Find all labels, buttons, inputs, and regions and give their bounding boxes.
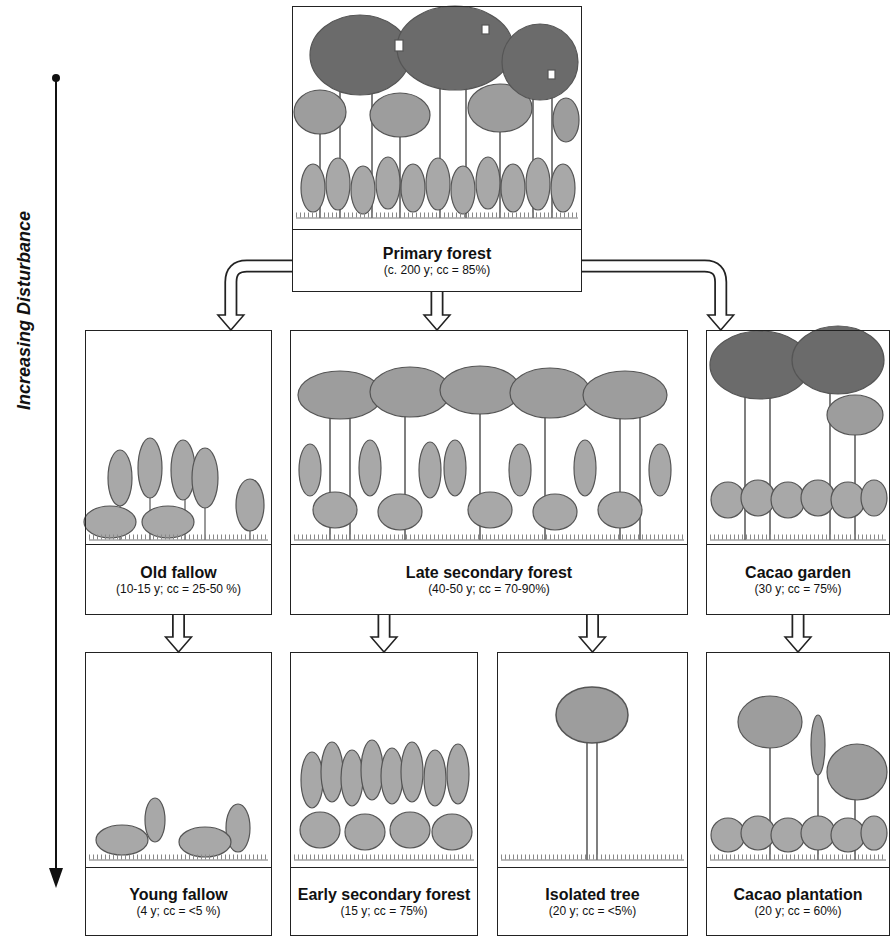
forest-stage-box: Young fallow(4 y; cc = <5 %): [85, 652, 272, 936]
late-secondary-trees: [294, 366, 684, 540]
cacao-plantation-trees: [710, 696, 887, 860]
forest-stage-box: Old fallow(10-15 y; cc = 25-50 %): [85, 330, 272, 615]
forest-stage-box: Isolated tree(20 y; cc = <5%): [497, 652, 688, 936]
old-fallow-trees: [84, 438, 268, 540]
axis-label: Increasing Disturbance: [14, 210, 35, 409]
forest-stage-box: Late secondary forest(40-50 y; cc = 70-9…: [290, 330, 688, 615]
label-text-group: Primary forest(c. 200 y; cc = 85%): [377, 241, 498, 281]
stage-title: Cacao garden: [745, 563, 851, 582]
forest-stage-box: Primary forest(c. 200 y; cc = 85%): [292, 6, 582, 292]
transition-arrow: [785, 615, 811, 652]
label-panel: Young fallow(4 y; cc = <5 %): [86, 867, 271, 935]
label-panel: Primary forest(c. 200 y; cc = 85%): [293, 229, 581, 291]
cacao-garden-trees: [710, 326, 887, 540]
early-secondary-trees: [294, 740, 474, 860]
label-panel: Late secondary forest(40-50 y; cc = 70-9…: [291, 544, 687, 614]
stage-title: Old fallow: [116, 563, 241, 582]
label-panel: Cacao garden(30 y; cc = 75%): [707, 544, 889, 614]
stage-details: (40-50 y; cc = 70-90%): [406, 582, 572, 597]
stage-details: (c. 200 y; cc = 85%): [383, 263, 492, 278]
isolated-tree: [501, 687, 684, 860]
stage-title: Cacao plantation: [734, 885, 863, 904]
label-text-group: Old fallow(10-15 y; cc = 25-50 %): [110, 560, 247, 600]
stage-details: (20 y; cc = <5%): [545, 904, 639, 919]
stage-title: Isolated tree: [545, 885, 639, 904]
label-panel: Old fallow(10-15 y; cc = 25-50 %): [86, 544, 271, 614]
label-text-group: Isolated tree(20 y; cc = <5%): [539, 882, 645, 922]
stage-details: (30 y; cc = 75%): [745, 582, 851, 597]
stage-title: Late secondary forest: [406, 563, 572, 582]
label-panel: Early secondary forest(15 y; cc = 75%): [291, 867, 477, 935]
label-panel: Cacao plantation(20 y; cc = 60%): [707, 867, 889, 935]
primary-forest-trees: [294, 6, 579, 218]
transition-arrow: [371, 615, 397, 652]
stage-title: Young fallow: [129, 885, 227, 904]
forest-stage-box: Early secondary forest(15 y; cc = 75%): [290, 652, 478, 936]
transition-arrow: [166, 615, 192, 652]
label-text-group: Late secondary forest(40-50 y; cc = 70-9…: [400, 560, 578, 600]
forest-stage-box: Cacao garden(30 y; cc = 75%): [706, 330, 890, 615]
disturbance-axis: [49, 74, 63, 888]
transition-arrow: [580, 615, 606, 652]
stage-details: (20 y; cc = 60%): [734, 904, 863, 919]
stage-title: Early secondary forest: [298, 885, 471, 904]
label-text-group: Cacao garden(30 y; cc = 75%): [739, 560, 857, 600]
label-text-group: Early secondary forest(15 y; cc = 75%): [292, 882, 477, 922]
label-text-group: Young fallow(4 y; cc = <5 %): [123, 882, 233, 922]
stage-details: (10-15 y; cc = 25-50 %): [116, 582, 241, 597]
stage-details: (4 y; cc = <5 %): [129, 904, 227, 919]
forest-stage-box: Cacao plantation(20 y; cc = 60%): [706, 652, 890, 936]
stage-title: Primary forest: [383, 244, 492, 263]
stage-details: (15 y; cc = 75%): [298, 904, 471, 919]
label-panel: Isolated tree(20 y; cc = <5%): [498, 867, 687, 935]
transition-arrow: [582, 266, 734, 330]
transition-arrow: [218, 266, 292, 330]
label-text-group: Cacao plantation(20 y; cc = 60%): [728, 882, 869, 922]
young-fallow-trees: [89, 798, 268, 860]
transition-arrow: [424, 292, 450, 330]
